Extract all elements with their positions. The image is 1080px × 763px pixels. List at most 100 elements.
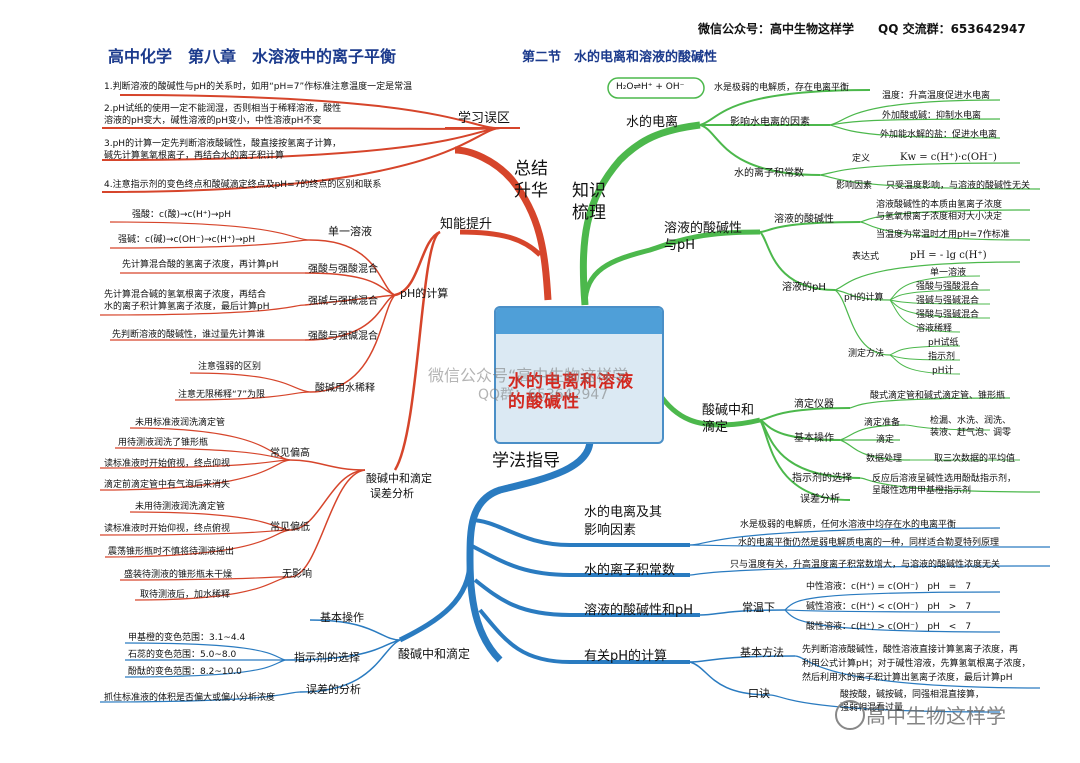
solution-acidity: 溶液的酸碱性 [774,214,834,225]
ph-expression: 表达式 [852,252,880,262]
watermark-bottom: 高中生物这样学 [866,704,1006,728]
ionization-factors: 影响水电离的因素 [730,117,810,128]
high-item-1: 未用标准液润洗滴定管 [135,418,226,428]
base-base-note-1: 先计算混合碱的氢氧根离子浓度，再结合 [104,290,267,300]
ph-calc-right: pH的计算 [844,293,884,303]
kw-formula: Kw = c(H⁺)·c(OH⁻) [900,152,997,163]
ionization-equation: H₂O⇌H⁺ + OH⁻ [616,82,685,92]
basic-method: 基本方法 [740,646,784,659]
acidity-and-ph: 溶液的酸碱性和pH [584,603,694,618]
none-item-1: 盛装待测液的锥形瓶未干燥 [124,570,233,580]
center-image [494,306,664,444]
low-item-3: 震荡锥形瓶时不慎将待测液摇出 [108,547,235,557]
acid-acid-note: 先计算混合酸的氢离子浓度，再计算pH [122,260,279,270]
node-neutralization-1: 酸碱中和 [702,403,755,418]
wechat-account: 微信公众号：高中生物这样学 [698,22,855,36]
rhyme-note-2: 强弱相混看过量 [840,703,904,713]
ph-calculation: 有关pH的计算 [584,649,668,664]
method-titration: 酸碱中和滴定 [398,647,471,661]
basic-solution: 碱性溶液：c(H⁺) < c(OH⁻) pH > 7 [806,602,972,612]
mistake-2a: 2.pH试纸的使用一定不能润湿，否则相当于稀释溶液，酸性 [104,104,342,114]
measure-item-2: 指示剂 [928,352,956,362]
instrument-note: 酸式滴定管和碱式滴定管、锥形瓶 [870,391,1006,401]
dilution-note-1: 注意强弱的区别 [198,362,262,372]
low-item-2: 读标准液时开始仰视，终点俯视 [104,524,231,534]
titration-step: 滴定 [876,435,895,445]
neutralization-basic-op: 基本操作 [794,433,834,444]
calc-item-3: 强碱与强碱混合 [916,296,980,306]
method-basic-op: 基本操作 [320,611,364,624]
kw-definition: 定义 [852,154,871,164]
watermark-text: 微信公众号“高中生物这样学 [428,366,629,385]
common-low: 常见偏低 [270,522,310,533]
node-acidity-2: 与pH [664,238,696,253]
titration-instruments: 滴定仪器 [794,399,834,410]
indicator-choice: 指示剂的选择 [792,473,852,484]
titration-prep: 滴定准备 [864,418,901,428]
common-high: 常见偏高 [270,448,310,459]
base-base-note-2: 水的离子积计算氢离子浓度，最后计算pH [104,302,270,312]
acid-base-note: 先判断溶液的酸碱性，谁过量先计算谁 [112,330,266,340]
kw-note: 只与温度有关，升高温度离子积常数增大，与溶液的酸碱性浓度无关 [730,560,1001,570]
data-note: 取三次数据的平均值 [934,454,1016,464]
branch-knowledge: 知识梳理 [572,181,606,224]
solution-ph: 溶液的pH [782,282,826,293]
watermark-qq: QQ群：653642947 [478,387,609,403]
mistake-4: 4.注意指示剂的变色终点和酸碱滴定终点及pH=7的终点的区别和联系 [104,180,382,190]
ion-note-1: 水是极弱的电解质，任何水溶液中均存在水的电离平衡 [740,520,957,530]
acidity-note-3: 当温度为常温时才用pH=7作标准 [876,230,1010,240]
wechat-logo-icon [835,700,865,730]
no-effect: 无影响 [282,569,312,580]
calc-item-1: 单一溶液 [930,268,967,278]
mistake-2b: 溶液的pH变大，碱性溶液的pH变小，中性溶液pH不变 [104,116,322,126]
single-solution: 单一溶液 [328,225,372,238]
method-error: 误差的分析 [306,683,361,696]
indicator-note-1: 反应后溶液呈碱性选用酚酞指示剂， [872,474,1017,484]
factor-acid-base: 外加酸或碱：抑制水电离 [882,111,982,121]
dilution: 酸碱用水稀释 [315,383,375,394]
rhyme-note-1: 酸按酸，碱按碱，同强相混直接算， [840,690,985,700]
mistake-1: 1.判断溶液的酸碱性与pH的关系时，如用“pH=7”作标准注意温度一定是常温 [104,82,413,92]
method-indicator: 指示剂的选择 [294,651,360,664]
branch-summary: 总结升华 [514,159,548,202]
water-weak-electrolyte: 水是极弱的电解质，存在电离平衡 [714,83,850,93]
calc-item-2: 强酸与强酸混合 [916,282,980,292]
branch-method: 学法指导 [492,451,560,471]
methyl-orange-range: 甲基橙的变色范围：3.1~4.4 [128,633,246,643]
kw-influence: 影响因素 [836,181,873,191]
node-water-ionization: 水的电离 [626,115,679,130]
high-item-2: 用待测液润洗了锥形瓶 [118,438,209,448]
acid-base-mix: 强酸与强碱混合 [308,331,378,342]
indicator-note-2: 呈酸性选用甲基橙指示剂 [872,486,972,496]
ion-product-method: 水的离子积常数 [584,563,676,578]
measure-methods: 测定方法 [848,349,885,359]
page-subtitle: 第二节 水的电离和溶液的酸碱性 [522,50,718,65]
data-processing: 数据处理 [866,454,903,464]
prep-note-1: 检漏、水洗、润洗、 [930,416,1012,426]
node-acidity-1: 溶液的酸碱性 [664,221,743,236]
prep-note-2: 装液、赶气泡、调零 [930,428,1012,438]
rhyme: 口诀 [748,687,770,700]
node-ability: 知能提升 [440,217,493,232]
qq-group: QQ 交流群：653642947 [878,22,1026,36]
mistake-3b: 碱先计算氢氧根离子，再结合水的离子积计算 [104,151,285,161]
normal-temperature: 常温下 [742,601,775,614]
dilution-note-2: 注意无限稀释“7”为限 [178,390,266,400]
high-item-4: 滴定前滴定管中有气泡后来消失 [104,480,231,490]
low-item-1: 未用待测液润洗滴定管 [135,502,226,512]
method-note-1: 先判断溶液酸碱性，酸性溶液直接计算氢离子浓度，再 [802,645,1019,655]
method-note-2: 利用公式计算pH；对于碱性溶液，先算氢氧根离子浓度， [802,659,1031,669]
factor-temperature: 温度：升高温度促进水电离 [882,91,991,101]
phenolphthalein-range: 酚酞的变色范围：8.2~10.0 [128,667,242,677]
error-analysis-right: 误差分析 [800,494,840,505]
method-error-note: 抓住标准液的体积是否偏大或偏小分析浓度 [104,693,276,703]
high-item-3: 读标准液时开始俯视，终点仰视 [104,459,231,469]
acidity-note-2: 与氢氧根离子浓度相对大小决定 [876,212,1003,222]
ion-product: 水的离子积常数 [734,168,804,179]
strong-base: 强碱：c(碱)→c(OH⁻)→c(H⁺)→pH [118,235,256,245]
litmus-range: 石蕊的变色范围：5.0~8.0 [128,650,237,660]
water-ionization-factors-1: 水的电离及其 [584,505,663,520]
node-neutralization-2: 滴定 [702,420,729,435]
center-topic: 水的电离和溶液的酸碱性 [508,372,634,413]
acidity-note-1: 溶液酸碱性的本质由氢离子浓度 [876,200,1003,210]
